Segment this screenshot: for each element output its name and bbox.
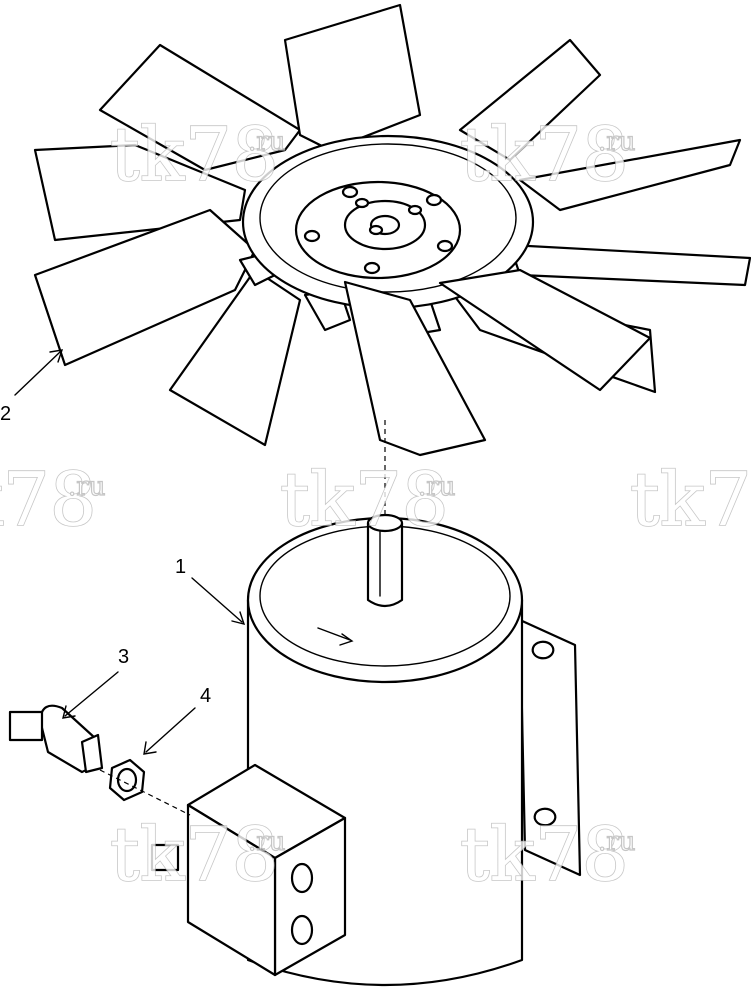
rotation-arrow-icon bbox=[317, 627, 354, 646]
watermark-text: tk78 bbox=[460, 812, 629, 898]
bolt bbox=[341, 185, 359, 199]
fan-hub-inner-rim bbox=[259, 143, 517, 293]
watermark: tk78 .ru tk78 .ru tk78 .ru tk78 .ru tk78… bbox=[0, 111, 751, 899]
watermark-suffix: .ru bbox=[68, 472, 105, 502]
cable-gland bbox=[8, 704, 104, 774]
bolt bbox=[368, 224, 384, 236]
bolt bbox=[425, 193, 443, 207]
cable-port bbox=[290, 914, 314, 946]
hub-bolts bbox=[303, 185, 454, 275]
terminal-clip bbox=[150, 843, 180, 872]
terminal-box-front bbox=[186, 803, 277, 977]
watermark-suffix: .ru bbox=[598, 127, 635, 157]
bolt bbox=[303, 229, 321, 243]
callout-2: 2 bbox=[0, 349, 64, 425]
callout-label: 3 bbox=[118, 646, 129, 668]
motor-shaft bbox=[366, 521, 404, 608]
fan-blade-front bbox=[343, 280, 487, 457]
watermark-text: tk78 bbox=[0, 457, 97, 543]
electric-motor bbox=[150, 513, 582, 987]
fan-blade bbox=[508, 243, 751, 287]
lock-nut bbox=[108, 758, 146, 802]
gland-bracket bbox=[8, 710, 44, 742]
watermark-suffix: .ru bbox=[598, 827, 635, 857]
watermark-text: tk78 bbox=[110, 812, 279, 898]
fan-blade bbox=[458, 38, 602, 162]
callout-label: 2 bbox=[0, 403, 11, 425]
callout-4: 4 bbox=[143, 685, 211, 755]
lock-nut-hole bbox=[116, 767, 138, 793]
cable-port bbox=[290, 862, 314, 894]
watermark-suffix: .ru bbox=[248, 827, 285, 857]
watermark-text: tk78 bbox=[460, 112, 629, 198]
gland-thread bbox=[80, 733, 104, 774]
watermark-suffix: .ru bbox=[248, 127, 285, 157]
fan-assembly bbox=[33, 3, 751, 457]
bolt bbox=[407, 204, 423, 216]
shaft-end bbox=[366, 513, 404, 533]
fan-blade bbox=[518, 138, 742, 212]
watermark-text: tk78 bbox=[110, 112, 279, 198]
fan-blade bbox=[98, 43, 302, 172]
watermark-text: tk78 bbox=[280, 457, 449, 543]
bolt bbox=[354, 197, 370, 209]
fan-blade bbox=[168, 268, 302, 447]
fan-blade bbox=[283, 3, 422, 152]
watermark-text: tk78 bbox=[630, 457, 751, 543]
callout-label: 4 bbox=[200, 685, 211, 707]
bracket-bolt bbox=[533, 807, 557, 827]
bolt bbox=[363, 261, 381, 275]
bolt bbox=[436, 239, 454, 253]
fan-blade-front bbox=[438, 268, 652, 392]
axis-line bbox=[99, 769, 191, 816]
mounting-bracket bbox=[518, 618, 582, 877]
watermark-suffix: .ru bbox=[418, 472, 455, 502]
callout-3: 3 bbox=[62, 646, 129, 719]
callout-label: 1 bbox=[175, 556, 186, 578]
callout-1: 1 bbox=[175, 556, 246, 625]
bracket-bolt bbox=[531, 640, 555, 660]
